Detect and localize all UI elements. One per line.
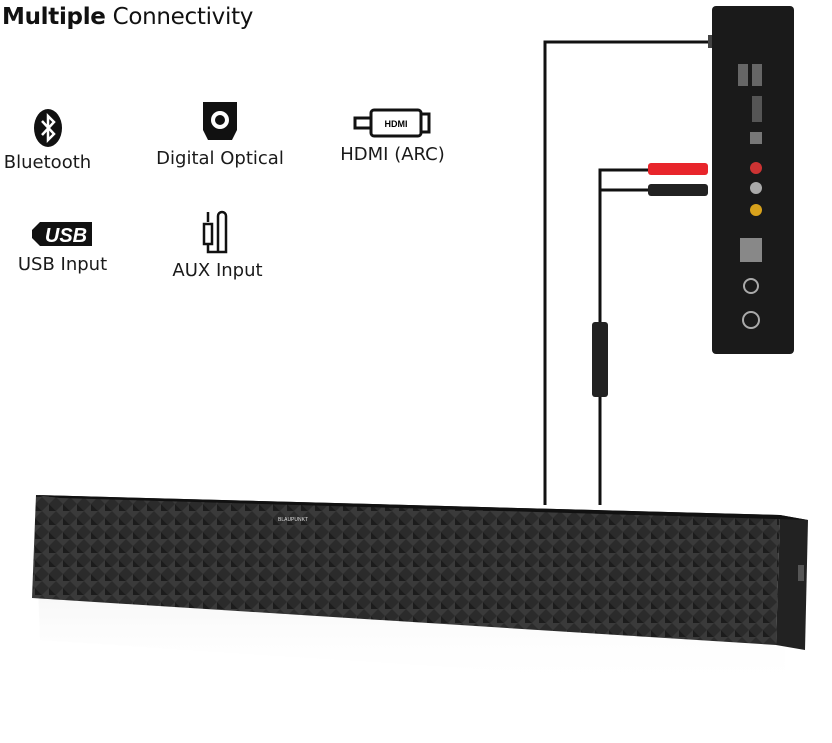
connector	[592, 322, 608, 397]
page-title: Multiple Connectivity	[2, 4, 254, 30]
aux-cable-icon	[202, 210, 227, 254]
hdmi-icon: HDMI	[353, 108, 430, 138]
bluetooth-icon	[33, 109, 62, 147]
feature-digital-optical: Digital Optical	[150, 100, 290, 169]
usb-icon: USB	[31, 222, 92, 247]
feature-usb: USB USB Input	[10, 218, 115, 275]
optical-port-icon	[203, 102, 237, 140]
black-rca-plug	[648, 184, 708, 196]
svg-text:HDMI: HDMI	[384, 119, 407, 129]
soundbar: BLAUPUNKT	[32, 495, 808, 690]
svg-text:USB: USB	[44, 225, 86, 247]
cables	[543, 40, 710, 505]
feature-aux: AUX Input	[165, 210, 270, 281]
tv-back-panel	[712, 6, 794, 354]
feature-hdmi: HDMI HDMI (ARC)	[335, 106, 450, 165]
feature-bluetooth: Bluetooth	[0, 108, 95, 173]
brand-logo: BLAUPUNKT	[278, 517, 308, 523]
red-rca-plug	[648, 163, 708, 175]
